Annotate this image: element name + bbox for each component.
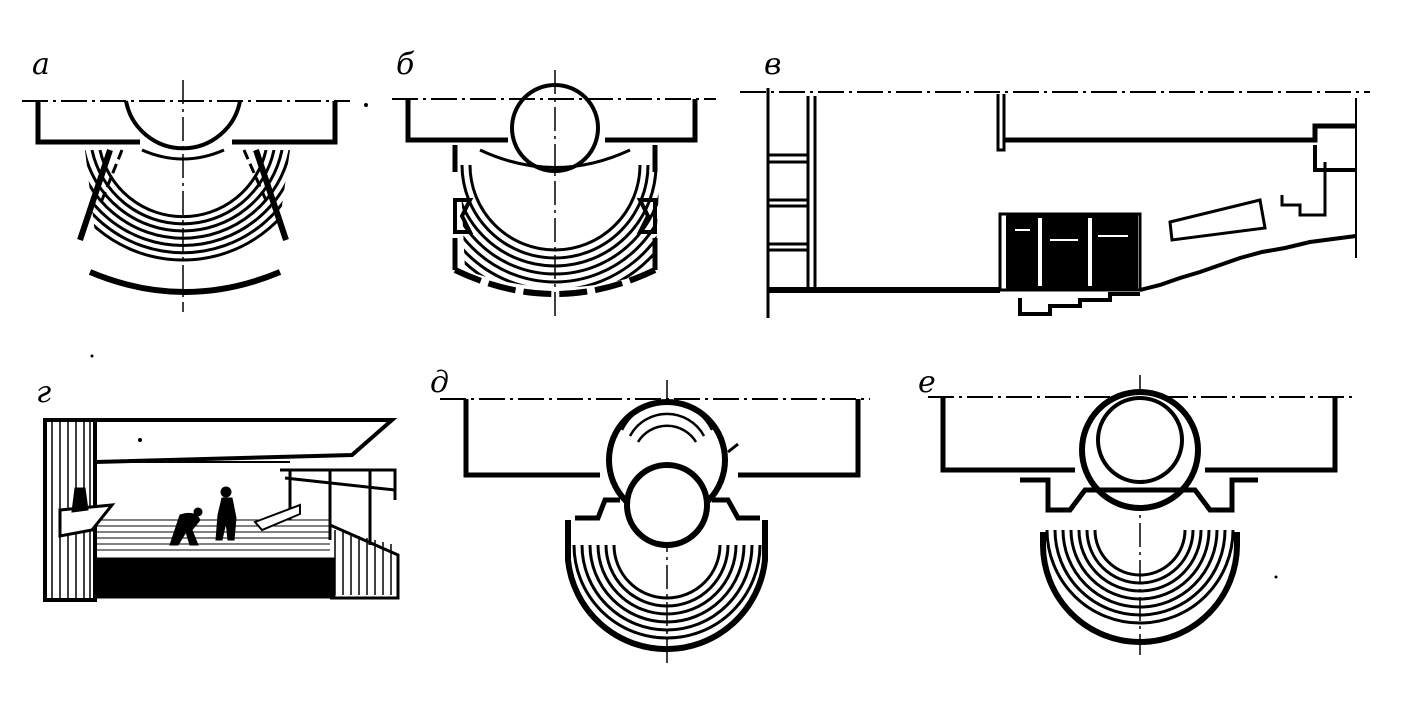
plan-b xyxy=(392,70,716,320)
panel-label-v: в xyxy=(764,47,782,82)
panel-label-e: е xyxy=(918,365,936,400)
plan-a xyxy=(22,80,350,312)
speck xyxy=(90,354,94,358)
panel-label-d: д xyxy=(430,365,450,400)
plan-e xyxy=(928,375,1352,655)
panel-label-b: б xyxy=(396,47,415,82)
interior-g xyxy=(43,418,400,602)
speck xyxy=(364,103,368,107)
speck xyxy=(1274,575,1278,579)
panel-label-a: а xyxy=(32,47,50,82)
plan-d xyxy=(440,380,870,668)
panel-label-g: г xyxy=(36,375,52,410)
section-v xyxy=(740,88,1370,318)
